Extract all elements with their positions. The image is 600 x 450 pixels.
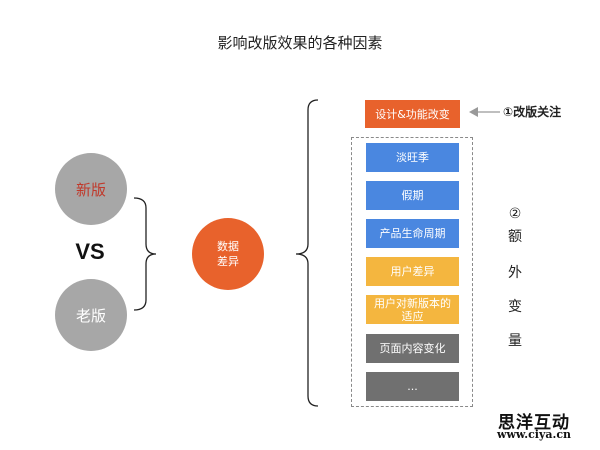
vs-label: VS <box>75 239 105 264</box>
watermark-url: www.ciya.cn <box>496 428 572 441</box>
right-brace <box>295 99 319 407</box>
extra-variables-char-1: 额 <box>508 229 522 245</box>
left-brace <box>133 197 157 311</box>
diagram-title: 影响改版效果的各种因素 <box>217 34 383 52</box>
factor-box-season: 淡旺季 <box>366 143 459 172</box>
extra-variables-char-2: 外 <box>508 265 522 281</box>
factor-box-user-difference: 用户差异 <box>366 257 459 286</box>
watermark-logo-text: 思洋互动 <box>498 413 570 433</box>
data-difference-circle: 数据 差异 <box>192 218 264 290</box>
old-version-circle: 老版 <box>55 279 127 351</box>
annotation-revision-focus: ①改版关注 <box>503 105 562 119</box>
design-function-change-box: 设计&功能改变 <box>365 100 460 128</box>
extra-variables-marker: ② <box>508 206 522 222</box>
factor-box-lifecycle: 产品生命周期 <box>366 219 459 248</box>
extra-variables-char-4: 量 <box>508 333 522 349</box>
new-version-circle: 新版 <box>55 153 127 225</box>
center-line-2: 差异 <box>217 255 239 268</box>
extra-variables-group <box>351 137 473 407</box>
annotation-arrowhead <box>469 107 478 117</box>
factor-box-holiday: 假期 <box>366 181 459 210</box>
factor-box-content-change: 页面内容变化 <box>366 334 459 363</box>
factor-box-user-adaptation: 用户对新版本的适应 <box>366 295 459 324</box>
extra-variables-char-3: 变 <box>508 299 522 315</box>
factor-box-more: ... <box>366 372 459 401</box>
center-line-1: 数据 <box>217 240 239 253</box>
